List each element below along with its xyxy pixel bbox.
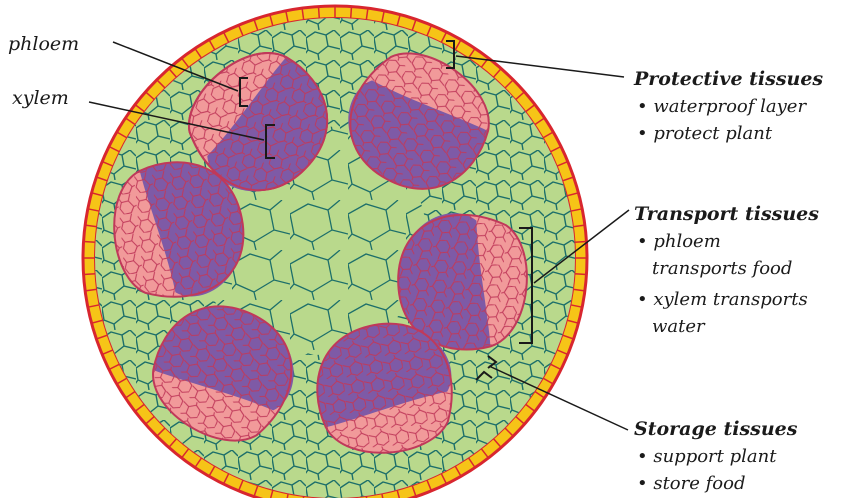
transport-tissues-group: Transport tissues • phloem transports fo… <box>634 203 819 337</box>
transport-line-2: transports food <box>652 258 792 279</box>
transport-line-1: • phloem <box>637 231 721 252</box>
storage-line-1: • support plant <box>637 446 777 467</box>
ring-cell-wall <box>84 274 96 275</box>
ring-cell-wall <box>351 7 352 19</box>
protective-line-1: • waterproof layer <box>637 96 807 117</box>
storage-line-2: • store food <box>637 473 745 494</box>
xylem-label: xylem <box>12 87 69 109</box>
protective-tissues-heading: Protective tissues <box>633 68 823 90</box>
transport-line-3: • xylem transports <box>637 289 808 310</box>
transport-line-4: water <box>652 316 706 337</box>
ring-cell-wall <box>575 242 587 243</box>
ring-cell-wall <box>575 274 587 275</box>
phloem-label: phloem <box>8 33 79 55</box>
transport-tissues-heading: Transport tissues <box>634 203 819 225</box>
protective-tissues-group: Protective tissues • waterproof layer • … <box>633 68 823 144</box>
ring-cell-wall <box>84 242 96 243</box>
storage-tissues-heading: Storage tissues <box>634 418 798 440</box>
ring-cell-wall <box>319 7 320 19</box>
protective-line-2: • protect plant <box>637 123 773 144</box>
storage-tissues-group: Storage tissues • support plant • store … <box>634 418 798 494</box>
